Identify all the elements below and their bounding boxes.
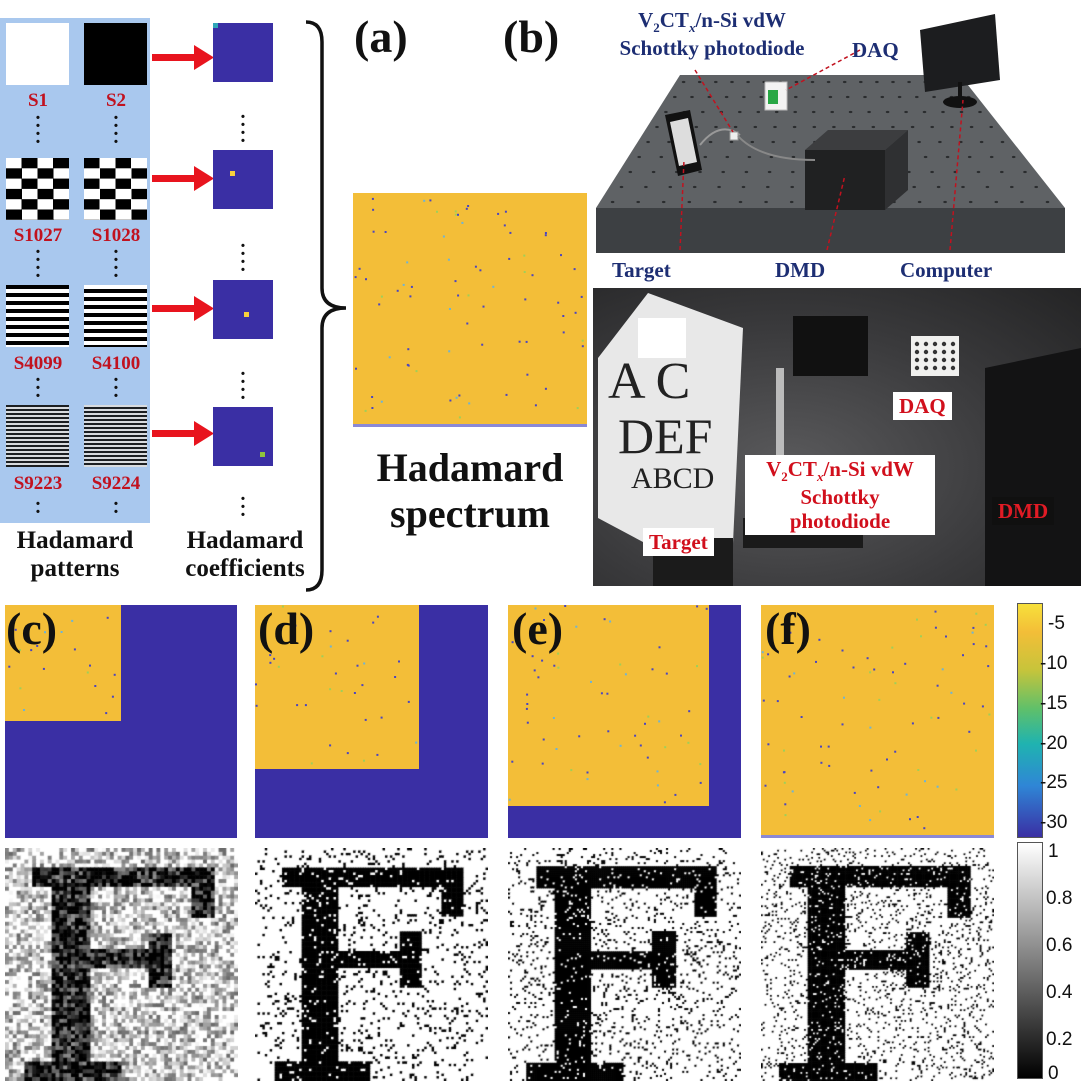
pattern-label-s9223: S9223 bbox=[13, 473, 63, 494]
dmd-label-diagram: DMD bbox=[775, 258, 826, 282]
pattern-label-s9224: S9224 bbox=[91, 473, 141, 494]
colorbar-spectrum bbox=[1017, 603, 1043, 838]
reconstruction-c bbox=[5, 848, 238, 1081]
panel-label-c: (c) bbox=[6, 603, 58, 654]
cbar-tick-6: -30 bbox=[1040, 812, 1068, 833]
pattern-s2 bbox=[84, 23, 147, 85]
cbar-tick-3: -15 bbox=[1040, 693, 1068, 714]
panel-label-e: (e) bbox=[512, 603, 564, 654]
target-label-diagram: Target bbox=[612, 258, 671, 282]
chart-text-2: DEF bbox=[618, 408, 712, 464]
spectrum-e bbox=[508, 605, 741, 838]
spectrum-f bbox=[761, 605, 994, 838]
dmd-label-photo: DMD bbox=[992, 497, 1055, 526]
pattern-s9223 bbox=[6, 405, 69, 467]
device-label-diagram: V2CTx/n-Si vdW Schottky photodiode bbox=[619, 8, 805, 61]
colorbar-gray bbox=[1017, 842, 1043, 1079]
coef-ellipsis-4: ··· bbox=[239, 488, 247, 526]
spectrum-d bbox=[255, 605, 488, 838]
pattern-s4100 bbox=[84, 285, 147, 347]
pattern-label-s2: S2 bbox=[105, 90, 127, 111]
coef-ellipsis-3: ···· bbox=[239, 363, 247, 409]
pattern-s1 bbox=[6, 23, 69, 85]
panel-label-d: (d) bbox=[258, 603, 315, 654]
coefficient-4 bbox=[213, 407, 273, 466]
reconstruction-e bbox=[508, 848, 741, 1081]
daq-label-photo: DAQ bbox=[893, 392, 952, 421]
cbar-tick-1: -5 bbox=[1048, 613, 1065, 634]
computer-label-diagram: Computer bbox=[900, 258, 993, 282]
gray-tick-4: 0.4 bbox=[1046, 982, 1073, 1003]
pattern-s1028 bbox=[84, 158, 147, 220]
pattern-label-s1028: S1028 bbox=[91, 225, 141, 246]
device-label-photo: V2CTx/n-Si vdW Schottky photodiode bbox=[745, 455, 935, 536]
pattern-label-s1027: S1027 bbox=[13, 225, 63, 246]
target-label-photo: Target bbox=[643, 528, 714, 557]
coefficient-2 bbox=[213, 150, 273, 209]
pattern-label-s4100: S4100 bbox=[91, 353, 141, 374]
ellipsis-col2-4: ·· bbox=[112, 493, 120, 523]
pattern-s9224 bbox=[84, 405, 147, 467]
cbar-tick-4: -20 bbox=[1040, 733, 1068, 754]
gray-tick-2: 0.8 bbox=[1046, 888, 1073, 909]
coef-ellipsis-1: ···· bbox=[239, 106, 247, 152]
reconstruction-d bbox=[255, 848, 488, 1081]
arrows bbox=[152, 45, 214, 446]
gray-tick-1: 1 bbox=[1048, 841, 1059, 862]
cbar-tick-2: -10 bbox=[1040, 653, 1068, 674]
ellipsis-col1-4: ·· bbox=[34, 493, 42, 523]
ellipsis-col2-2: ···· bbox=[112, 241, 120, 287]
setup-diagram bbox=[596, 14, 1065, 253]
pattern-s1027 bbox=[6, 158, 69, 220]
ellipsis-col2-3: ··· bbox=[112, 369, 120, 407]
pattern-s4099 bbox=[6, 285, 69, 347]
coefficient-1 bbox=[213, 23, 273, 82]
chart-text-3: ABCD bbox=[631, 462, 714, 495]
ellipsis-col1-3: ··· bbox=[34, 369, 42, 407]
reconstruction-f bbox=[761, 848, 994, 1081]
panel-label-b: (b) bbox=[503, 11, 560, 62]
pattern-label-s4099: S4099 bbox=[13, 353, 63, 374]
spectrum-c bbox=[5, 605, 237, 838]
pattern-label-s1: S1 bbox=[27, 90, 49, 111]
coefficient-3 bbox=[213, 280, 273, 339]
coef-ellipsis-2: ···· bbox=[239, 235, 247, 281]
curly-brace bbox=[305, 20, 347, 592]
gray-tick-3: 0.6 bbox=[1046, 935, 1073, 956]
ellipsis-col2-1: ···· bbox=[112, 107, 120, 153]
gray-tick-5: 0.2 bbox=[1046, 1029, 1073, 1050]
ellipsis-col1-1: ···· bbox=[34, 107, 42, 153]
daq-label-diagram: DAQ bbox=[852, 38, 899, 62]
ellipsis-col1-2: ···· bbox=[34, 241, 42, 287]
panel-label-a: (a) bbox=[354, 11, 408, 62]
panel-label-f: (f) bbox=[765, 603, 811, 654]
chart-text-1: A C bbox=[608, 353, 690, 410]
hadamard-spectrum-image bbox=[353, 193, 587, 427]
spectrum-noise bbox=[354, 197, 584, 419]
cbar-tick-5: -25 bbox=[1040, 772, 1068, 793]
gray-tick-6: 0 bbox=[1048, 1063, 1059, 1084]
photo-scene: A C DEF ABCD bbox=[598, 293, 1081, 586]
